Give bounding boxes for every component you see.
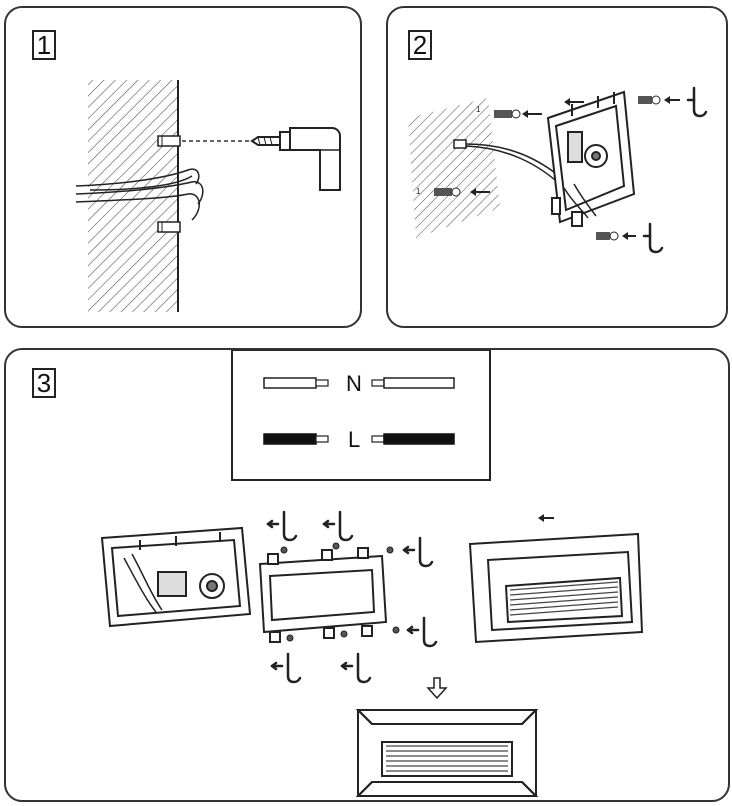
- front-cover: [468, 532, 644, 644]
- drill-icon: [250, 127, 341, 191]
- wall-plug-top: [157, 135, 181, 147]
- neutral-wire-right: [371, 377, 455, 389]
- screwdriver-arrow-icon: [402, 536, 434, 568]
- arrow-down-icon: [426, 677, 448, 700]
- step-3-number: 3: [32, 368, 56, 398]
- svg-text:1: 1: [476, 105, 481, 114]
- wall-section: [88, 80, 178, 312]
- screwdriver-arrow-icon: [406, 616, 438, 648]
- arrow-left-icon: [564, 98, 584, 106]
- screw-set: [280, 542, 400, 642]
- wall-drilling-illustration: [75, 80, 341, 312]
- screwdriver-icon: [642, 222, 664, 254]
- step-2-panel: 2 1 1: [386, 6, 728, 328]
- screw-top: 1: [476, 105, 521, 119]
- lamp-housing-body: [258, 547, 388, 643]
- wall-plug-bottom: [157, 221, 181, 233]
- step-1-number: 1: [32, 30, 56, 60]
- screwdriver-arrow-icon: [266, 510, 298, 542]
- mains-cables: [75, 168, 204, 221]
- arrow-left-icon: [538, 514, 554, 522]
- step-3-panel: 3 N L: [4, 348, 730, 802]
- assembly-illustration: N L: [100, 350, 644, 797]
- live-wire-right: [371, 433, 455, 445]
- wiring-diagram-box: [231, 350, 491, 481]
- arrow-left-icon: [622, 232, 636, 240]
- arrow-left-icon: [470, 188, 490, 196]
- mounting-plate: [100, 526, 252, 628]
- neutral-wire-left: [263, 377, 329, 389]
- step-2-number: 2: [408, 30, 432, 60]
- finished-fixture: [355, 709, 539, 797]
- screw-bottom: 1: [416, 187, 461, 197]
- mounting-plate: [546, 90, 636, 227]
- live-label: L: [348, 427, 360, 452]
- neutral-label: N: [346, 371, 362, 396]
- wall-section: [408, 98, 500, 238]
- arrow-left-icon: [664, 96, 680, 104]
- screwdriver-arrow-icon: [340, 652, 372, 684]
- live-wire-left: [263, 433, 329, 445]
- screw-right: [638, 95, 661, 105]
- arrow-left-icon: [522, 110, 542, 118]
- svg-text:1: 1: [416, 187, 421, 196]
- step-1-panel: 1: [4, 6, 362, 328]
- mounting-plate-illustration: 1 1: [408, 86, 708, 254]
- screwdriver-arrow-icon: [322, 510, 354, 542]
- screw-right-lower: [596, 231, 619, 241]
- screwdriver-arrow-icon: [270, 652, 302, 684]
- screwdriver-icon: [686, 86, 708, 118]
